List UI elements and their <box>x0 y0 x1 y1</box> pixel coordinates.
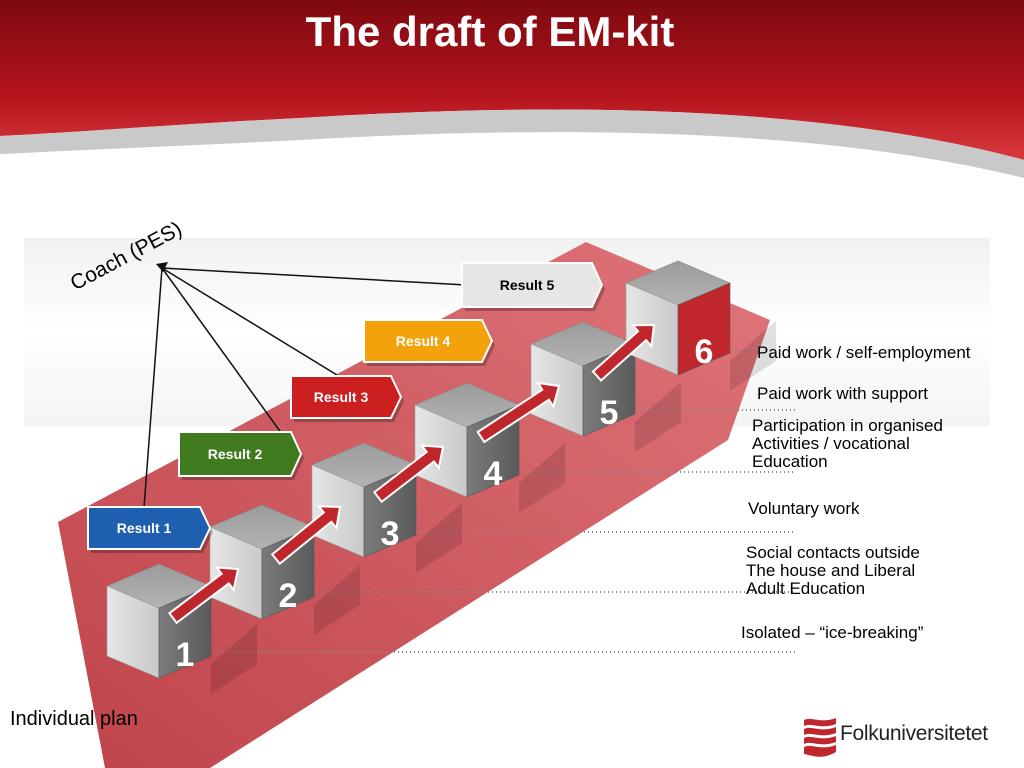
logo-mark-icon <box>804 718 836 757</box>
folkuniversitetet-logo <box>798 712 1020 766</box>
result-label: Result 3 <box>314 389 369 405</box>
connector-arrow-3 <box>372 444 445 504</box>
step-number: 2 <box>279 577 298 615</box>
result-label: Result 2 <box>208 446 263 462</box>
connector-arrow-5 <box>591 323 656 382</box>
result-tag-2: Result 2 <box>178 431 304 480</box>
step-cube-3: 3 <box>311 442 462 573</box>
page-title: The draft of EM-kit <box>305 8 675 55</box>
result-tag-5: Result 5 <box>461 262 605 311</box>
result-tag-1: Result 1 <box>87 506 213 553</box>
result-tag-4: Result 4 <box>363 319 495 366</box>
result-label: Result 4 <box>396 333 451 349</box>
result-label: Result 5 <box>500 277 555 293</box>
connector-arrow-1 <box>167 566 240 625</box>
step-number: 4 <box>484 455 503 493</box>
step-number: 3 <box>381 515 400 553</box>
result-label: Result 1 <box>117 520 172 536</box>
individual-plan-label: Individual plan <box>10 708 138 730</box>
level-label-3: Voluntary work <box>748 499 860 518</box>
level-label-4: Participation in organised Activities / … <box>752 416 943 471</box>
coach-lines <box>143 267 467 509</box>
result-tag-3: Result 3 <box>290 375 404 422</box>
level-label-2: Social contacts outside The house and Li… <box>746 543 920 598</box>
level-lines <box>210 350 795 653</box>
level-label-5: Paid work with support <box>757 384 929 403</box>
connector-arrow-2 <box>270 505 342 566</box>
step-number: 5 <box>600 394 619 432</box>
header-swoosh <box>0 109 1024 178</box>
step-cube-1: 1 <box>106 563 257 694</box>
logo-text: Folkuniversitetet <box>840 722 988 745</box>
header-band <box>0 0 1024 160</box>
level-label-1: Isolated – “ice-breaking” <box>741 623 924 642</box>
step-number: 1 <box>176 636 195 674</box>
coach-point <box>156 262 168 272</box>
step-number: 6 <box>695 333 714 371</box>
connector-arrow-4 <box>476 381 561 444</box>
level-label-6: Paid work / self-employment <box>757 343 971 362</box>
